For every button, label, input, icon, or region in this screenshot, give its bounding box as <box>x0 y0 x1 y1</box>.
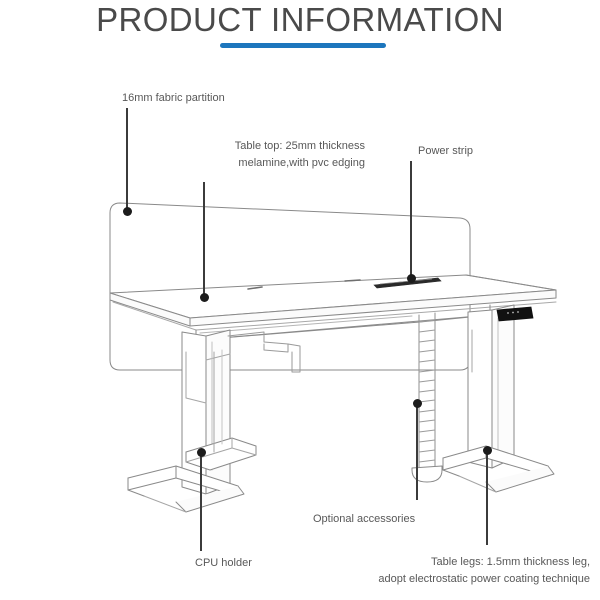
leader-line-cpu-holder <box>200 452 202 551</box>
left-foot-base <box>127 465 245 513</box>
anchor-dot-table-legs <box>482 445 492 455</box>
cable-management-spine <box>411 312 443 483</box>
callout-optional-accessories-line-1: Optional accessories <box>313 513 416 525</box>
title-block: PRODUCT INFORMATION <box>0 0 600 60</box>
right-foot-base <box>442 445 555 493</box>
callout-fabric-partition: 16mm fabric partition <box>122 90 225 107</box>
anchor-dot-table-top <box>199 292 209 302</box>
callout-cpu-holder: CPU holder <box>195 555 252 572</box>
anchor-dot-power-strip <box>406 273 416 283</box>
anchor-dot-cpu-holder <box>196 447 206 457</box>
leader-line-optional-accessories <box>416 403 418 500</box>
leader-line-table-top <box>203 182 205 297</box>
desktop-surface <box>109 274 557 331</box>
page-title: PRODUCT INFORMATION <box>96 1 504 38</box>
callout-table-top-line-2: melamine,with pvc edging <box>238 157 365 169</box>
desktop-cable-ports <box>247 279 361 290</box>
callout-optional-accessories: Optional accessories <box>313 511 415 528</box>
callout-cpu-holder-line-1: CPU holder <box>195 557 252 569</box>
cpu-holder-tray <box>185 331 301 471</box>
title-underline-rule <box>220 43 386 48</box>
callout-table-legs: Table legs: 1.5mm thickness leg, adopt e… <box>330 554 590 588</box>
callout-power-strip: Power strip <box>418 143 473 160</box>
callout-table-top-line-1: Table top: 25mm thickness <box>234 140 365 152</box>
leader-line-table-legs <box>486 450 488 545</box>
leader-line-fabric-partition <box>126 108 128 211</box>
callout-fabric-partition-line-1: 16mm fabric partition <box>122 92 225 104</box>
callout-power-strip-line-1: Power strip <box>418 145 474 157</box>
right-lifting-column <box>467 304 515 469</box>
control-panel-keypad <box>496 306 534 322</box>
anchor-dot-fabric-partition <box>122 206 132 216</box>
left-lifting-column <box>181 329 231 495</box>
callout-table-top: Table top: 25mm thickness melamine,with … <box>165 138 365 172</box>
power-strip-module <box>373 277 442 289</box>
leader-line-power-strip <box>410 161 412 278</box>
callout-table-legs-line-1: Table legs: 1.5mm thickness leg, <box>431 556 590 568</box>
callout-table-legs-line-2: adopt electrostatic power coating techni… <box>378 573 590 585</box>
anchor-dot-optional-accessories <box>412 398 422 408</box>
